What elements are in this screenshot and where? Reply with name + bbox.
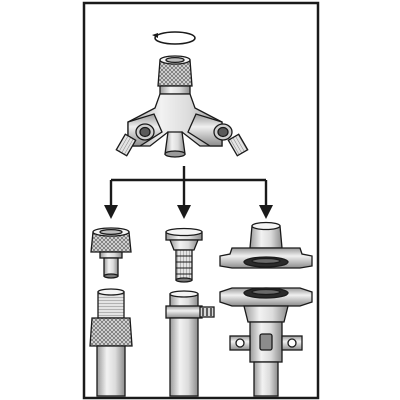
clamped-hose-pipe: [165, 290, 215, 397]
threaded-hose-connector: [89, 288, 133, 397]
threaded-tap-connector: [90, 227, 132, 279]
branch-arrows-icon: [104, 166, 273, 219]
quick-coupling-connector: [219, 221, 313, 269]
two-way-valve-splitter: [115, 55, 249, 158]
quick-coupling-hose-end: [219, 287, 313, 397]
hose-barb-connector: [165, 227, 203, 283]
rotation-arrow-icon: [152, 31, 196, 45]
